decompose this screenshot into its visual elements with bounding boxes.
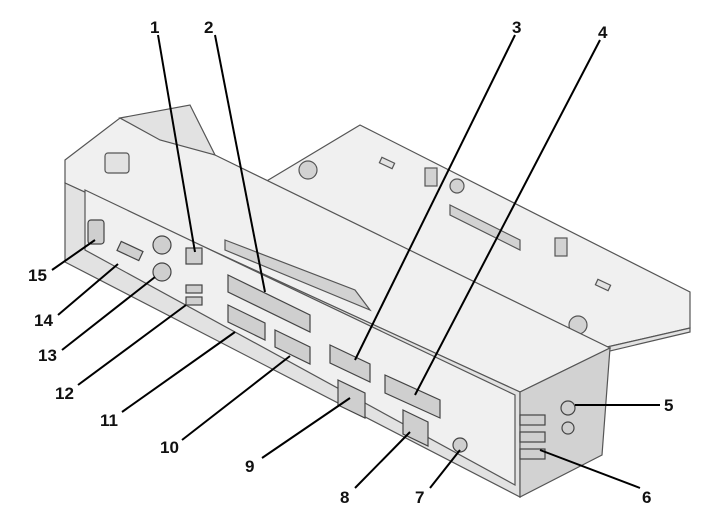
- security-slot-icon: [87, 219, 105, 245]
- dvi-port-icon: [384, 374, 441, 419]
- ps2-port-icon: [152, 235, 172, 255]
- power-port-icon: [452, 437, 468, 453]
- audio-port-icon: [561, 421, 575, 435]
- serial-port-icon: [274, 329, 311, 365]
- power-button-icon[interactable]: [104, 152, 130, 174]
- esata-port-icon: [116, 240, 144, 262]
- displayport-icon: [337, 379, 366, 419]
- callout-labels: 1 2 3 4 5 6 7 8 9 10 11 12 13 14 15: [28, 18, 673, 507]
- callout-6: 6: [642, 488, 651, 507]
- usb-port-icon: [185, 296, 203, 306]
- callout-8: 8: [340, 488, 349, 507]
- callout-1: 1: [150, 18, 159, 37]
- usb-port-icon: [519, 448, 546, 460]
- usb-port-icon: [519, 431, 546, 443]
- callout-14: 14: [34, 311, 53, 330]
- displayport-icon: [402, 409, 429, 447]
- callout-9: 9: [245, 457, 254, 476]
- parallel-port-icon: [227, 274, 311, 333]
- port-replicator: [64, 104, 612, 498]
- usb-port-icon: [519, 414, 546, 426]
- callout-3: 3: [512, 18, 521, 37]
- docking-platform: [264, 124, 691, 361]
- callout-15: 15: [28, 266, 47, 285]
- ps2-port-icon: [152, 262, 172, 282]
- usb-port-icon: [185, 284, 203, 294]
- leader-lines: [51, 34, 660, 489]
- callout-10: 10: [160, 438, 179, 457]
- callout-13: 13: [38, 346, 57, 365]
- callout-11: 11: [100, 411, 118, 430]
- vga-port-icon: [227, 304, 266, 341]
- callout-2: 2: [204, 18, 213, 37]
- audio-port-icon: [560, 400, 576, 416]
- callout-7: 7: [415, 488, 424, 507]
- callout-12: 12: [55, 384, 74, 403]
- callout-5: 5: [664, 396, 673, 415]
- callout-4: 4: [598, 23, 608, 42]
